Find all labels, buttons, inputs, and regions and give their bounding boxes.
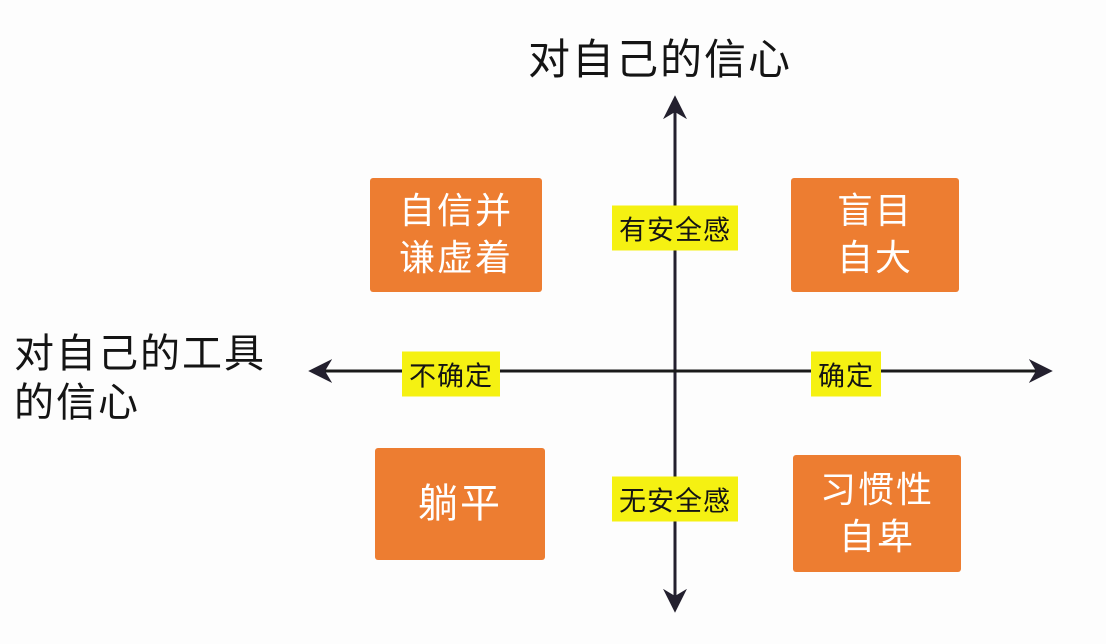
quadrant-box-top-right: 盲目 自大 <box>791 178 959 292</box>
vertical-axis-title: 对自己的信心 <box>527 36 793 83</box>
quadrant-box-top-left-line1: 自信并 <box>398 190 513 232</box>
horizontal-axis-title-line2: 的信心 <box>14 380 140 425</box>
horizontal-axis-title-line1: 对自己的工具 <box>14 332 266 376</box>
quadrant-box-bottom-right-line1: 习惯性 <box>819 468 934 510</box>
axis-tag-certain: 确定 <box>811 351 881 397</box>
quadrant-box-bottom-right-line2: 自卑 <box>838 515 915 557</box>
quadrant-box-top-right-line1: 盲目 <box>836 190 913 232</box>
quadrant-box-bottom-left: 躺平 <box>375 448 545 560</box>
quadrant-box-top-right-line2: 自大 <box>836 237 913 278</box>
axis-tag-insecure: 无安全感 <box>612 476 738 522</box>
quadrant-box-bottom-left-line1: 躺平 <box>418 482 502 526</box>
axis-tag-secure: 有安全感 <box>612 205 738 251</box>
quadrant-box-top-left-line2: 谦虚着 <box>398 237 513 278</box>
horizontal-axis-title: 对自己的工具 的信心 <box>14 330 266 428</box>
quadrant-box-bottom-right: 习惯性 自卑 <box>793 455 961 572</box>
quadrant-box-top-left: 自信并 谦虚着 <box>370 178 542 292</box>
axis-tag-uncertain: 不确定 <box>402 351 500 397</box>
